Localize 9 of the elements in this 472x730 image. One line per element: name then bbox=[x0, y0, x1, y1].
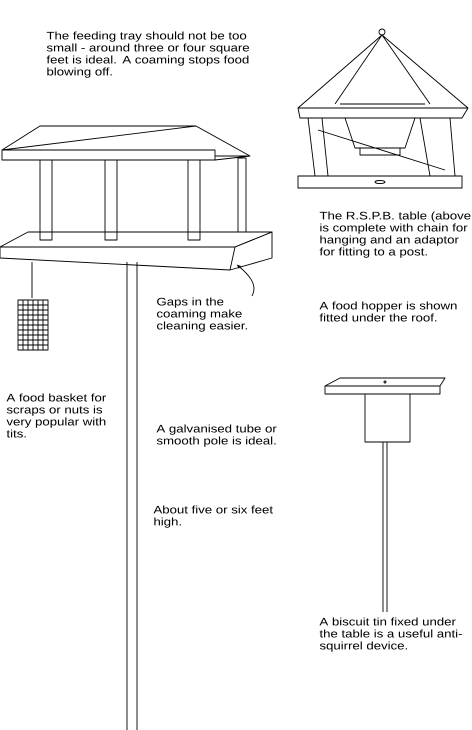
tray-side-board bbox=[230, 232, 272, 270]
annotation-text: The feeding tray should not be too small - around three or four square feet is ideal. A coaming stops food blowing off. bbox=[46, 31, 250, 78]
annotation-text: A food hopper is shown fitted under the roof. bbox=[319, 301, 457, 322]
annotation-text: A galvanised tube or smooth pole is ideal. bbox=[156, 424, 277, 447]
annotation-text: About five or six feet high. bbox=[153, 505, 273, 528]
annotation-text: A food basket for scraps or nuts is very popular with tits. bbox=[6, 393, 106, 438]
callout-text: Gaps in the coaming make cleaning easier. bbox=[157, 297, 247, 332]
annotation-text: The R.S.P.B. table (above is complete with chain for hanging and an adaptor for fitting to a post. bbox=[320, 211, 470, 258]
annotation-text: A biscuit tin fixed under the table is a useful anti-squirrel device. bbox=[319, 617, 462, 652]
